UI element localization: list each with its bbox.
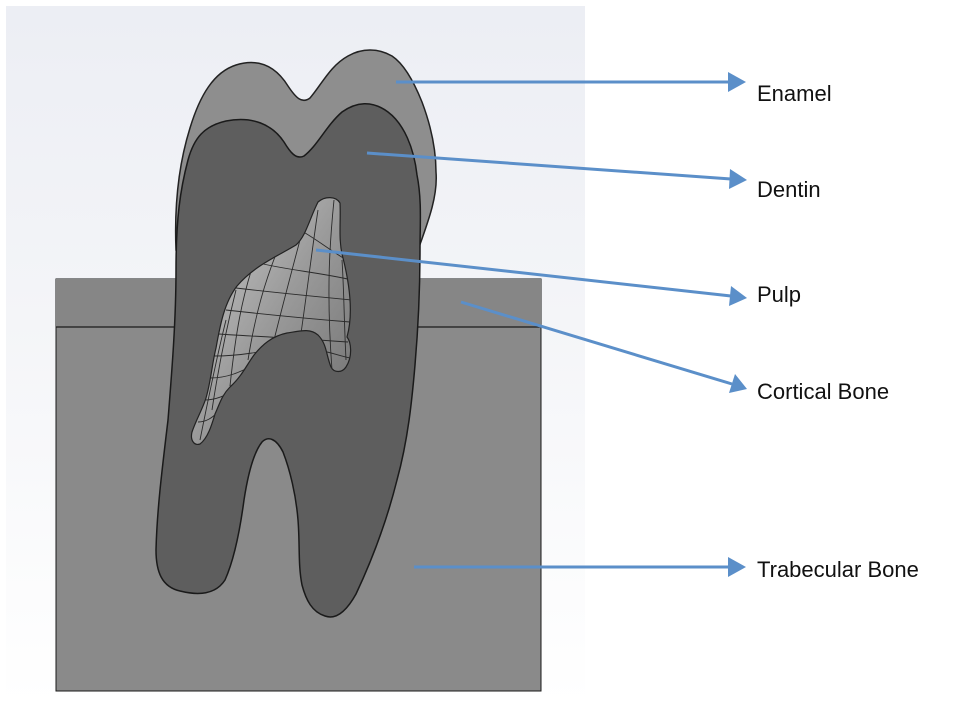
pulp-label: Pulp [757,284,801,306]
trabecular-bone-label: Trabecular Bone [757,559,919,581]
cortical-bone-label: Cortical Bone [757,381,889,403]
pulp-arrow-head [729,286,747,306]
enamel-arrow-head [728,72,746,92]
enamel-label: Enamel [757,83,832,105]
dentin-label: Dentin [757,179,821,201]
trabecular-bone-arrow-head [728,557,746,577]
dentin-arrow-head [729,169,747,189]
